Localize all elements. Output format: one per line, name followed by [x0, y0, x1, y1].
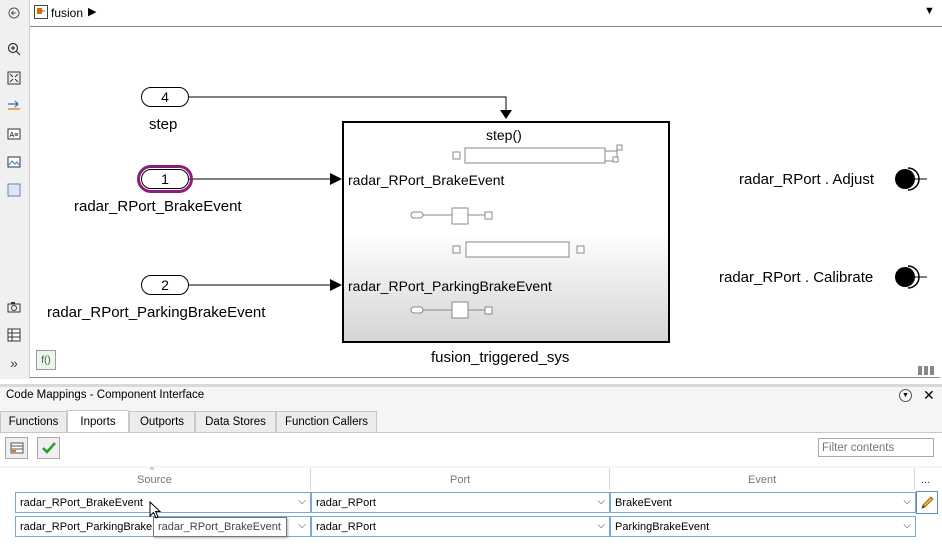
inport-number: 4	[161, 89, 169, 105]
trigger-arrow	[500, 110, 512, 119]
configure-icon[interactable]	[5, 437, 28, 459]
chevron-down-icon: ⌵	[597, 520, 605, 531]
row2-port-select[interactable]: radar_RPort ⌵	[311, 516, 610, 537]
tooltip-text: radar_RPort_BrakeEvent	[158, 521, 281, 533]
subsystem-port-label-2: radar_RPort_ParkingBrakeEvent	[348, 278, 552, 294]
more-columns-button[interactable]: ...	[921, 474, 931, 486]
row1-port-select[interactable]: radar_RPort ⌵	[311, 492, 610, 513]
annotation-icon[interactable]: A≡	[5, 125, 23, 143]
sort-caret-icon: ^	[150, 466, 154, 475]
subsystem-trigger-label: step()	[486, 127, 522, 143]
tab-label: Functions	[8, 416, 59, 428]
cell-text: radar_RPort	[316, 496, 376, 509]
outport-adjust-label: radar_RPort . Adjust	[739, 171, 875, 188]
zoom-in-icon[interactable]	[5, 40, 23, 58]
edit-pencil-icon[interactable]	[916, 491, 938, 514]
inport-parking-brake-event[interactable]: 2	[141, 275, 189, 295]
row1-event-select[interactable]: BrakeEvent ⌵	[610, 492, 916, 513]
inport-brake-event[interactable]: 1	[141, 169, 189, 189]
tab-label: Data Stores	[205, 416, 266, 428]
tab-function-callers[interactable]: Function Callers	[276, 411, 377, 432]
inport2-arrow	[330, 279, 342, 291]
inport-number: 2	[161, 277, 169, 293]
inport-step[interactable]: 4	[141, 87, 189, 107]
row1-source-select[interactable]: radar_RPort_BrakeEvent ⌵	[15, 492, 311, 513]
inport1-arrow	[330, 173, 342, 185]
column-divider[interactable]	[609, 468, 610, 490]
close-icon[interactable]: ✕	[923, 387, 935, 403]
panel-splitter[interactable]	[0, 384, 942, 387]
column-divider[interactable]	[310, 468, 311, 490]
area-icon[interactable]	[5, 181, 23, 199]
outport-adjust[interactable]	[895, 169, 915, 189]
chevron-down-icon: ⌵	[298, 496, 306, 507]
tab-label: Inports	[80, 415, 116, 428]
model-icon	[34, 5, 48, 19]
subsystem-name[interactable]: fusion_triggered_sys	[431, 349, 570, 366]
tab-label: Outports	[139, 416, 185, 428]
cell-text: radar_RPort_BrakeEvent	[20, 496, 143, 509]
source-tooltip: radar_RPort_BrakeEvent	[153, 517, 287, 537]
selection-highlight	[137, 165, 193, 193]
tab-functions[interactable]: Functions	[0, 411, 67, 432]
signal-arrow-icon[interactable]	[5, 97, 23, 115]
breadcrumb-arrow-icon[interactable]: ▶	[88, 6, 97, 18]
row2-event-select[interactable]: ParkingBrakeEvent ⌵	[610, 516, 916, 537]
tab-inports[interactable]: Inports	[67, 410, 129, 432]
outport-calibrate[interactable]	[895, 267, 915, 287]
subsystem-port-label-1: radar_RPort_BrakeEvent	[348, 172, 505, 188]
cell-text: radar_RPort	[316, 520, 376, 533]
camera-icon[interactable]	[5, 298, 23, 316]
expand-chevron-icon[interactable]: »	[10, 355, 18, 371]
function-button[interactable]: f()	[36, 350, 56, 370]
inport-step-label: step	[149, 116, 178, 133]
outport-calibrate-label: radar_RPort . Calibrate	[719, 269, 874, 286]
address-bar: fusion ▶ ▼	[30, 0, 942, 27]
chevron-down-icon: ⌵	[597, 496, 605, 507]
column-header-port[interactable]: Port	[450, 474, 471, 486]
fit-to-view-icon[interactable]	[5, 69, 23, 87]
tab-outports[interactable]: Outports	[129, 411, 195, 432]
chevron-down-icon: ⌵	[903, 520, 911, 531]
column-header-event[interactable]: Event	[748, 474, 777, 486]
left-toolbar: A≡ »	[0, 0, 30, 379]
validate-check-icon[interactable]	[37, 437, 60, 459]
tab-data-stores[interactable]: Data Stores	[195, 411, 276, 432]
column-header-source[interactable]: Source	[137, 474, 172, 486]
filter-input[interactable]	[818, 438, 934, 457]
model-breadcrumb[interactable]: fusion	[51, 6, 84, 20]
column-divider[interactable]	[914, 468, 915, 490]
mouse-cursor-icon	[149, 501, 162, 519]
cell-text: BrakeEvent	[615, 496, 672, 509]
cell-text: ParkingBrakeEvent	[615, 520, 710, 533]
image-icon[interactable]	[5, 153, 23, 171]
diagram-lines	[189, 96, 934, 375]
chevron-down-icon: ⌵	[903, 496, 911, 507]
inport-brake-event-label: radar_RPort_BrakeEvent	[74, 198, 242, 215]
function-button-label: f()	[41, 354, 51, 366]
dropdown-arrow-icon[interactable]: ▼	[924, 5, 935, 17]
panel-title: Code Mappings - Component Interface	[6, 389, 205, 401]
inport-number: 1	[161, 171, 169, 187]
panel-menu-icon[interactable]: ▼	[899, 389, 912, 402]
panel-toolbar	[0, 432, 942, 466]
cell-text: radar_RPort_ParkingBrakeE	[20, 520, 160, 533]
chevron-down-icon: ⌵	[298, 520, 306, 531]
inport-parking-brake-event-label: radar_RPort_ParkingBrakeEvent	[47, 304, 266, 321]
tab-label: Function Callers	[284, 416, 369, 428]
back-icon[interactable]	[5, 4, 23, 22]
property-inspector-icon[interactable]	[5, 326, 23, 344]
svg-text:A≡: A≡	[10, 132, 19, 139]
